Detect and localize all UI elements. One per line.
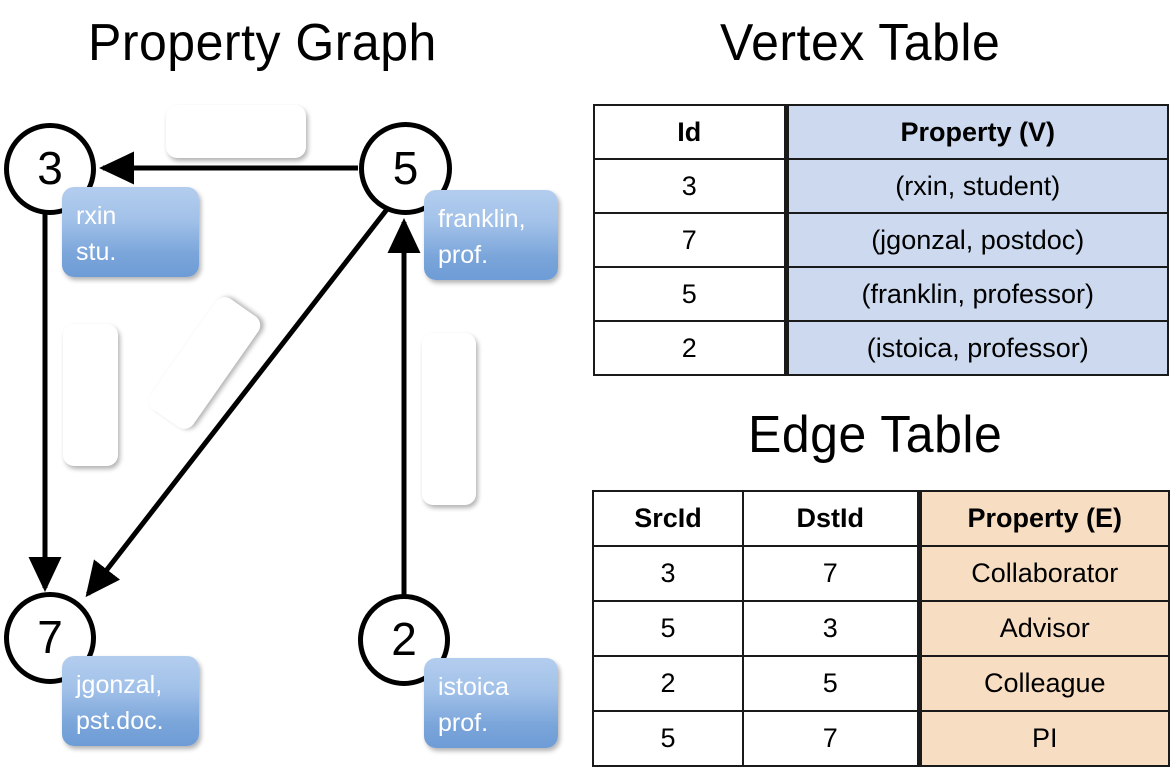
table-header-row: Id Property (V) (593, 104, 1169, 160)
page-title-edge-table: Edge Table (748, 405, 1003, 464)
node-property-box-istoica: istoica prof. (424, 658, 558, 748)
vertex-cell-property: (istoica, professor) (783, 320, 1169, 376)
vertex-cell-property: (jgonzal, postdoc) (783, 212, 1169, 268)
table-row: 5 (franklin, professor) (593, 266, 1169, 322)
node-property-line-1: rxin (76, 202, 117, 230)
table-row: 3 (rxin, student) (593, 158, 1169, 214)
edge-label-colleague: Colleague (422, 333, 476, 505)
node-property-line-2: pst.doc. (76, 706, 164, 735)
vertex-cell-id: 3 (593, 158, 787, 214)
table-header-row: SrcId DstId Property (E) (592, 490, 1170, 547)
edge-table: SrcId DstId Property (E) 3 7 Collaborato… (592, 490, 1170, 767)
edge-cell-property: Collaborator (916, 545, 1170, 602)
node-property-line-1: istoica (438, 673, 509, 701)
edge-header-dstid: DstId (742, 490, 920, 547)
table-row: 5 7 PI (592, 710, 1170, 767)
edge-cell-srcid: 5 (592, 710, 744, 767)
edge-label-advisor: Advisor (166, 105, 306, 158)
property-graph-diagram: 3 5 7 2 rxin stu. franklin, prof. jgonza… (0, 0, 585, 760)
edge-cell-property: Colleague (916, 655, 1170, 712)
graph-edges-svg (28, 151, 421, 610)
node-property-line-1: franklin, (438, 205, 526, 233)
vertex-cell-property: (franklin, professor) (783, 266, 1169, 322)
page-title-property-graph: Property Graph (88, 13, 437, 72)
edge-label-colleague-text: Colleague (435, 362, 464, 476)
node-property-line-2: prof. (438, 708, 489, 737)
node-property-line-2: prof. (438, 240, 489, 269)
edge-cell-srcid: 5 (592, 600, 744, 657)
edge-cell-dstid: 7 (742, 710, 920, 767)
table-row: 7 (jgonzal, postdoc) (593, 212, 1169, 268)
edge-cell-srcid: 2 (592, 655, 744, 712)
node-property-box-jgonzal: jgonzal, pst.doc. (62, 656, 199, 746)
edge-cell-property: Advisor (916, 600, 1170, 657)
table-row: 5 3 Advisor (592, 600, 1170, 657)
node-property-box-franklin: franklin, prof. (424, 190, 558, 280)
edge-label-advisor-text: Advisor (194, 117, 278, 145)
vertex-table: Id Property (V) 3 (rxin, student) 7 (jgo… (593, 104, 1169, 376)
vertex-cell-id: 5 (593, 266, 787, 322)
edge-label-collab: Collab. (63, 324, 118, 466)
vertex-header-property: Property (V) (783, 104, 1169, 160)
node-property-line-2: stu. (76, 237, 117, 266)
vertex-cell-property: (rxin, student) (783, 158, 1169, 214)
node-property-box-rxin: rxin stu. (62, 187, 199, 277)
edge-5-to-7 (85, 206, 390, 598)
edge-cell-srcid: 3 (592, 545, 744, 602)
edge-cell-dstid: 7 (742, 545, 920, 602)
edge-cell-dstid: 5 (742, 655, 920, 712)
graph-node-7-label: 7 (37, 611, 63, 663)
edge-cell-property: PI (916, 710, 1170, 767)
graph-node-2-label: 2 (391, 613, 417, 665)
table-row: 2 5 Colleague (592, 655, 1170, 712)
table-row: 3 7 Collaborator (592, 545, 1170, 602)
graph-node-2[interactable]: 2 (358, 594, 450, 686)
vertex-cell-id: 7 (593, 212, 787, 268)
table-row: 2 (istoica, professor) (593, 320, 1169, 376)
edge-label-collab-text: Collab. (77, 356, 106, 434)
edge-header-property: Property (E) (916, 490, 1170, 547)
graph-node-5[interactable]: 5 (359, 122, 452, 215)
node-property-line-1: jgonzal, (76, 671, 163, 699)
page-title-vertex-table: Vertex Table (720, 13, 1001, 72)
edge-cell-dstid: 3 (742, 600, 920, 657)
edge-header-srcid: SrcId (592, 490, 744, 547)
graph-node-5-label: 5 (392, 141, 419, 194)
graph-node-3-label: 3 (37, 142, 63, 194)
vertex-header-id: Id (593, 104, 787, 160)
vertex-cell-id: 2 (593, 320, 787, 376)
edge-label-pi-text: PI (186, 345, 224, 381)
